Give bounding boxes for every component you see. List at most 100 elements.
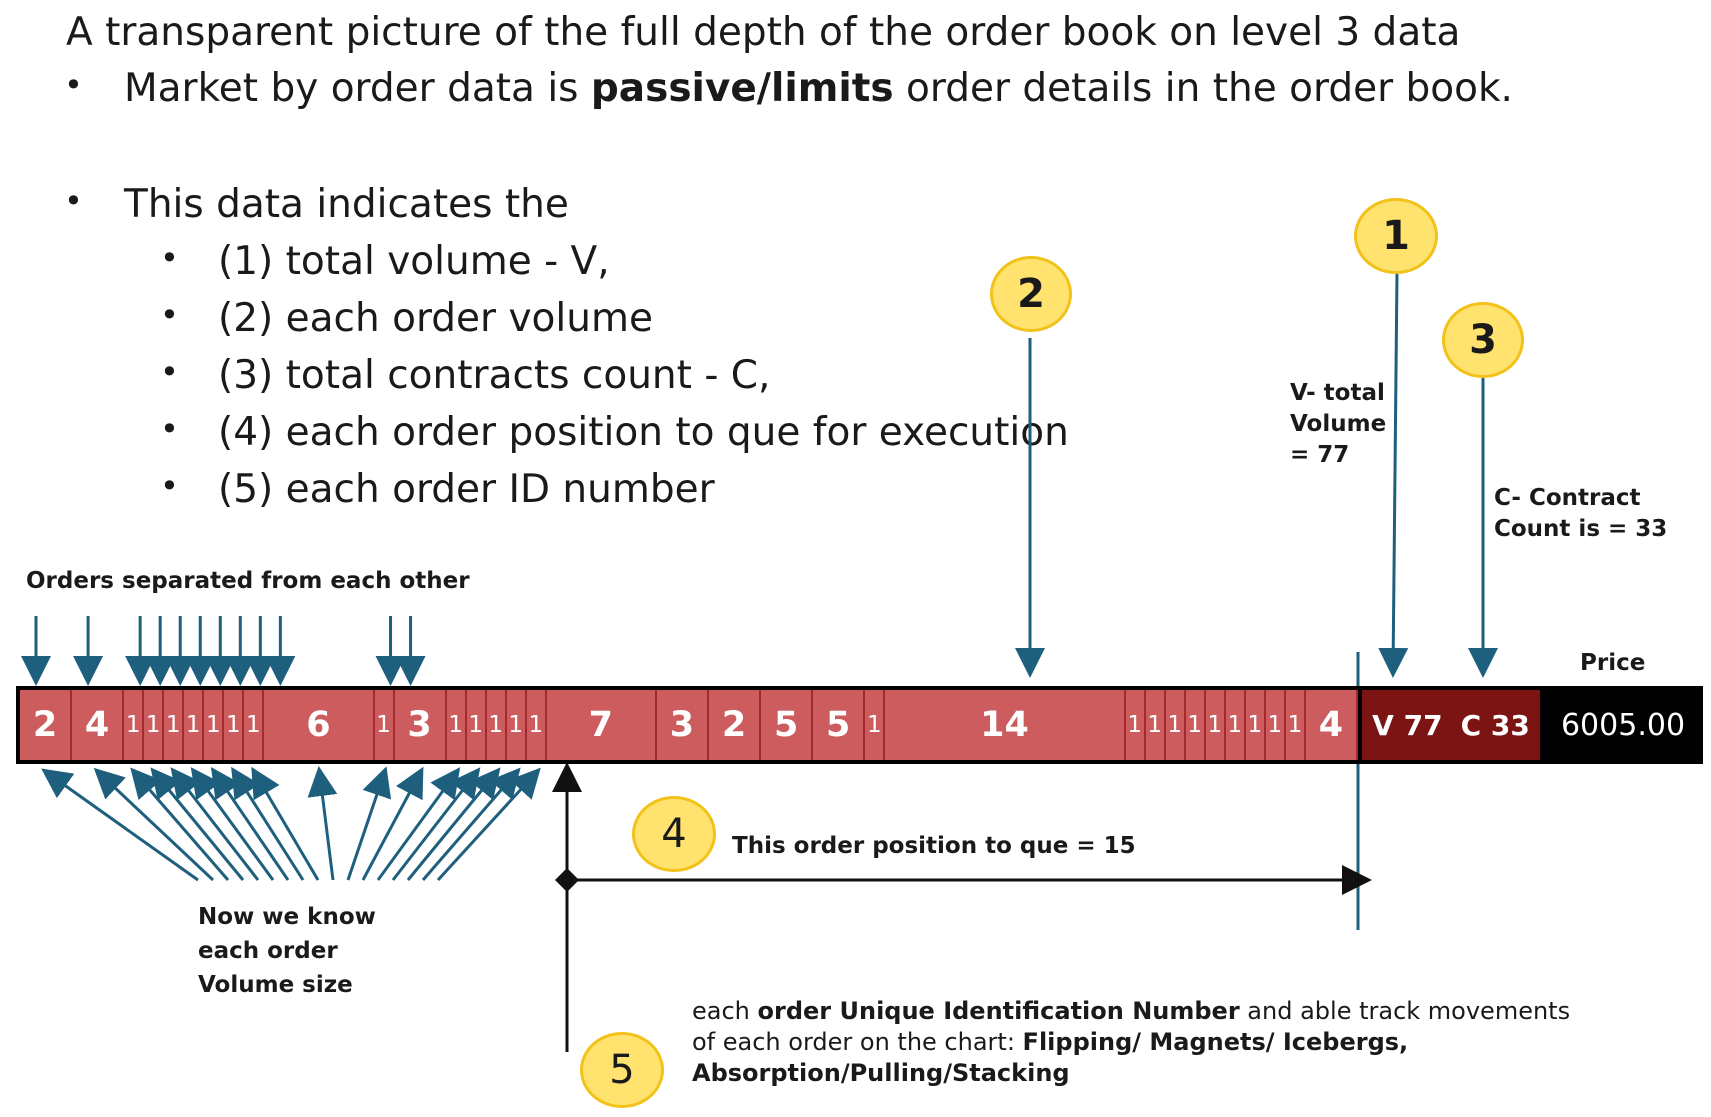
c-contract-label: C- Contract Count is = 33	[1494, 483, 1667, 545]
volume-fan-arrow	[170, 767, 260, 881]
order-cell: 1	[1265, 690, 1286, 760]
now-we-know-label: Now we know each order Volume size	[198, 900, 376, 1002]
order-cell: 1	[865, 690, 886, 760]
badge-4: 4	[632, 796, 716, 872]
note-text: and able track movements	[1239, 997, 1571, 1025]
order-cell: 1	[1285, 690, 1306, 760]
bullet-market-post: order details in the order book.	[893, 66, 1513, 111]
price-value: 6005.00	[1560, 707, 1686, 743]
badge-5: 5	[580, 1032, 664, 1108]
volume-fan-arrow	[307, 766, 338, 881]
order-cell: 2	[20, 690, 73, 760]
badge-3: 3	[1442, 302, 1524, 378]
c-contract-line: Count is = 33	[1494, 516, 1668, 542]
order-cell: 5	[813, 690, 866, 760]
order-cell: 3	[656, 690, 709, 760]
bullet-market-pre: Market by order data is	[124, 66, 591, 111]
order-cell: 1	[244, 690, 265, 760]
sub-bullet-dot: •	[160, 353, 179, 391]
volume-fan-arrow	[41, 768, 199, 882]
order-cell: 1	[374, 690, 395, 760]
sub-bullet-dot: •	[160, 410, 179, 448]
volume-fan-arrow	[130, 767, 230, 881]
volume-fan-arrow	[190, 767, 275, 881]
sub-bullet-item: (4) each order position to que for execu…	[218, 410, 1069, 455]
order-cell: 1	[486, 690, 507, 760]
volume-fan-arrow	[406, 767, 501, 881]
v-total-label: V- total Volume = 77	[1290, 378, 1386, 471]
sub-bullet-item: (1) total volume - V,	[218, 239, 610, 284]
orders-separated-label: Orders separated from each other	[26, 568, 470, 594]
queue-position-label: This order position to que = 15	[732, 833, 1136, 859]
volume-fan-arrow	[391, 767, 481, 881]
order-cell: 1	[124, 690, 145, 760]
sub-bullet-dot: •	[160, 296, 179, 334]
sub-bullet-dot: •	[160, 467, 179, 505]
volume-fan-arrow	[421, 767, 521, 881]
contract-count-value: C 33	[1460, 708, 1530, 742]
bullet-dot: •	[64, 66, 83, 104]
note-bold: order Unique Identification Number	[757, 997, 1240, 1025]
badge-1: 1	[1354, 198, 1438, 274]
volume-fan-arrow	[210, 767, 290, 881]
now-we-know-line: Now we know	[198, 904, 376, 930]
bullet-indicates: This data indicates the	[124, 182, 569, 227]
volume-fan-arrow	[346, 766, 392, 881]
order-cell: 7	[546, 690, 657, 760]
c-contract-line: C- Contract	[1494, 485, 1641, 511]
note-bold: Flipping/ Magnets/ Icebergs,	[1022, 1028, 1409, 1056]
order-cell: 1	[1245, 690, 1266, 760]
order-cell: 1	[1185, 690, 1206, 760]
order-cell: 1	[1125, 690, 1146, 760]
v-total-line: V- total	[1290, 380, 1385, 406]
volume-fan-arrow	[93, 767, 215, 882]
sub-bullet-item: (3) total contracts count - C,	[218, 353, 771, 398]
order-cell: 1	[164, 690, 185, 760]
order-cell: 1	[204, 690, 225, 760]
total-summary-box: V 77 C 33	[1362, 690, 1540, 760]
v-total-line: = 77	[1290, 442, 1350, 468]
order-id-note: each order Unique Identification Number …	[692, 996, 1570, 1089]
order-cell: 1	[224, 690, 245, 760]
order-cell: 4	[72, 690, 125, 760]
order-cell: 1	[446, 690, 467, 760]
order-cell: 1	[466, 690, 487, 760]
bullet-market-by-order: Market by order data is passive/limits o…	[124, 66, 1513, 111]
now-we-know-line: each order	[198, 938, 338, 964]
order-cell: 5	[761, 690, 814, 760]
sub-bullet-item: (2) each order volume	[218, 296, 653, 341]
now-we-know-line: Volume size	[198, 972, 353, 998]
order-cell: 6	[264, 690, 375, 760]
order-cell: 14	[885, 690, 1126, 760]
total-volume-value: V 77	[1372, 708, 1443, 742]
note-bold: Absorption/Pulling/Stacking	[692, 1059, 1070, 1087]
price-header: Price	[1580, 650, 1646, 676]
order-cell: 1	[184, 690, 205, 760]
volume-fan-arrow	[150, 767, 245, 881]
order-cell: 1	[1205, 690, 1226, 760]
sub-bullet-item: (5) each order ID number	[218, 467, 715, 512]
order-cell: 2	[709, 690, 762, 760]
callout-arrow-1	[1378, 271, 1409, 678]
order-cell: 3	[394, 690, 447, 760]
page-title: A transparent picture of the full depth …	[66, 10, 1461, 55]
volume-fan-arrow	[436, 767, 541, 882]
volume-fan-arrow	[231, 766, 305, 881]
volume-fan-arrow	[251, 766, 320, 881]
volume-fan-arrow	[361, 766, 424, 881]
bullet-market-bold: passive/limits	[590, 66, 894, 111]
volume-fan-arrow	[376, 767, 461, 881]
note-text: of each order on the chart:	[692, 1028, 1023, 1056]
sub-bullet-dot: •	[160, 239, 179, 277]
v-total-line: Volume	[1290, 411, 1387, 437]
order-cell: 1	[1165, 690, 1186, 760]
order-cell: 1	[1225, 690, 1246, 760]
order-cell: 1	[526, 690, 547, 760]
order-cell: 1	[144, 690, 165, 760]
order-cell: 4	[1305, 690, 1358, 760]
price-box: 6005.00	[1543, 690, 1703, 760]
order-cell: 1	[506, 690, 527, 760]
note-text: each	[692, 997, 758, 1025]
badge-2: 2	[990, 256, 1072, 332]
